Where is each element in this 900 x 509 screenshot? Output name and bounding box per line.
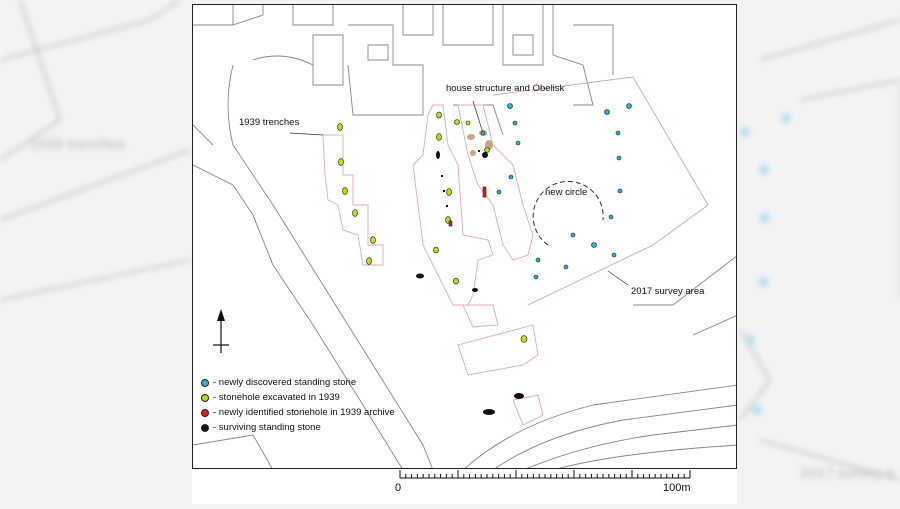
scale-bar: 0 100m [395, 468, 695, 504]
legend: - newly discovered standing stone - ston… [201, 375, 395, 435]
leader-lines [289, 100, 629, 286]
red-dot-icon [201, 408, 209, 417]
legend-label: - stonehole excavated in 1939 [213, 392, 340, 403]
survey-area-outline [492, 76, 709, 306]
label-survey-area: 2017 survey area [631, 286, 705, 297]
black-dot-icon [201, 423, 209, 432]
green-dot-icon [201, 393, 209, 402]
north-arrow-icon [213, 309, 229, 353]
blue-dot-icon [201, 378, 209, 387]
trench-outlines [322, 104, 544, 426]
site-map: 1939 trenches house structure and Obelis… [192, 4, 737, 469]
legend-label: - newly discovered standing stone [213, 377, 357, 388]
legend-item: - newly identified stonehole in 1939 arc… [201, 405, 395, 420]
bottom-strip [192, 469, 737, 504]
scale-end-label: 100m [663, 482, 691, 494]
stoneholes-1939 [337, 111, 528, 343]
label-new-circle: new circle [545, 187, 588, 198]
bg-trenches-label: 1939 trenches [30, 136, 126, 153]
label-1939-trenches: 1939 trenches [239, 117, 300, 128]
legend-label: - surviving standing stone [213, 422, 321, 433]
label-house-obelisk: house structure and Obelisk [446, 83, 565, 94]
map-drawing [193, 5, 736, 468]
scale-ticks [399, 470, 691, 479]
legend-item: - stonehole excavated in 1939 [201, 390, 395, 405]
new-circle-outline [532, 180, 604, 246]
building-outlines [193, 5, 736, 468]
stoneholes-archive [448, 186, 487, 227]
standing-stones-new [480, 103, 632, 280]
house-structure [467, 130, 493, 156]
scale-start-label: 0 [395, 482, 402, 494]
bg-survey-label: 2017 survey a [800, 465, 895, 482]
legend-label: - newly identified stonehole in 1939 arc… [213, 407, 395, 418]
surviving-stones [416, 150, 524, 415]
legend-item: - newly discovered standing stone [201, 375, 395, 390]
legend-item: - surviving standing stone [201, 420, 395, 435]
